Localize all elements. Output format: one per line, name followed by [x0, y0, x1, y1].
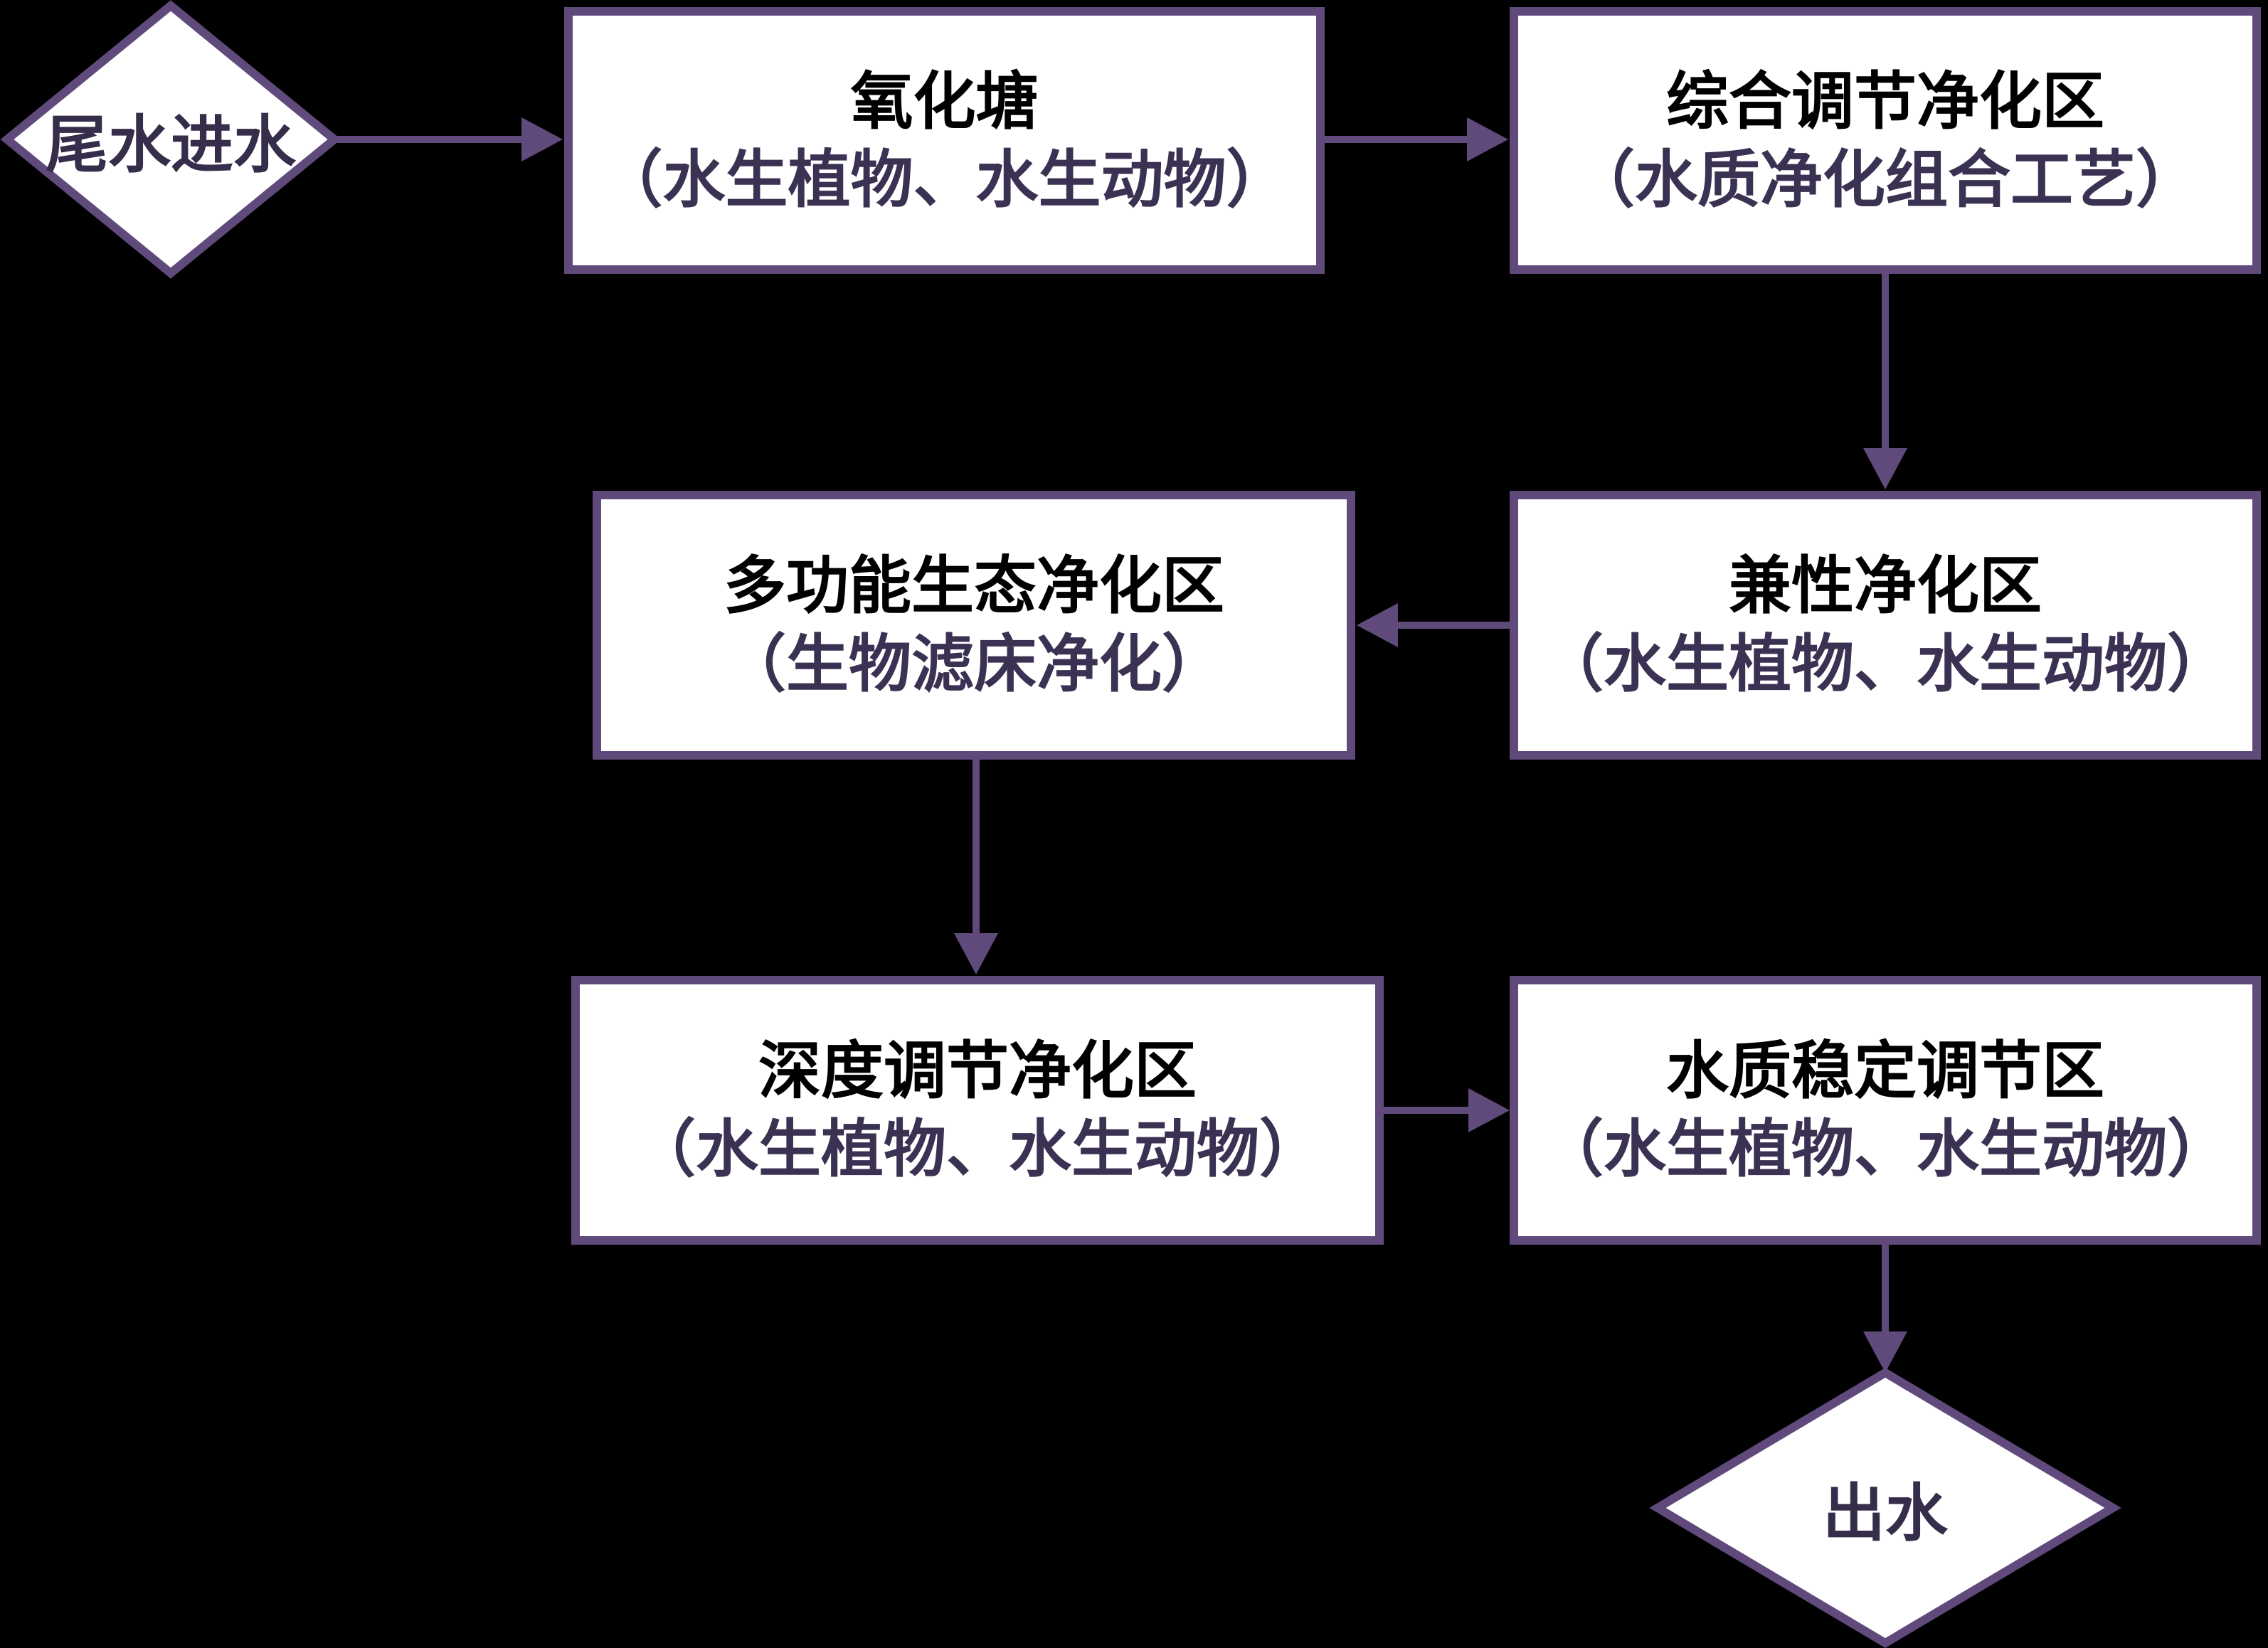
arrow-oxidation-to-comprehensive	[1325, 117, 1508, 161]
node-multifunctional-eco-zone-title: 多功能生态净化区	[723, 551, 1224, 621]
node-comprehensive-regulation-zone-subtitle: （水质净化组合工艺）	[1572, 144, 2198, 215]
node-facultative-zone: 兼性净化区 （水生植物、水生动物）	[1510, 491, 2261, 760]
node-oxidation-pond-title: 氧化塘	[850, 65, 1039, 137]
arrow-facultative-to-multifunctional	[1357, 603, 1510, 647]
node-oxidation-pond-subtitle: （水生植物、水生动物）	[600, 144, 1289, 215]
node-facultative-zone-subtitle: （水生植物、水生动物）	[1540, 629, 2230, 699]
node-facultative-zone-title: 兼性净化区	[1728, 551, 2042, 621]
node-comprehensive-regulation-zone: 综合调节净化区 （水质净化组合工艺）	[1510, 7, 2261, 274]
node-start-label: 尾水进水	[45, 110, 296, 180]
node-deep-regulation-zone-title: 深度调节净化区	[758, 1036, 1197, 1106]
node-deep-regulation-zone-subtitle: （水生植物、水生动物）	[632, 1114, 1322, 1184]
arrow-stabilization-to-end	[1863, 1245, 1907, 1373]
node-stabilization-zone-title: 水质稳定调节区	[1665, 1036, 2104, 1106]
arrow-comprehensive-to-facultative	[1863, 274, 1907, 489]
end-diamond-shape	[1649, 1368, 2121, 1648]
arrow-multifunctional-to-deep	[954, 760, 998, 974]
node-stabilization-zone-subtitle: （水生植物、水生动物）	[1540, 1114, 2230, 1184]
node-multifunctional-eco-zone: 多功能生态净化区 （生物滤床净化）	[593, 491, 1355, 760]
arrow-start-to-oxidation-pond	[334, 117, 563, 161]
node-comprehensive-regulation-zone-title: 综合调节净化区	[1665, 65, 2104, 137]
node-deep-regulation-zone: 深度调节净化区 （水生植物、水生动物）	[571, 976, 1384, 1245]
node-stabilization-zone: 水质稳定调节区 （水生植物、水生动物）	[1510, 976, 2261, 1245]
node-oxidation-pond: 氧化塘 （水生植物、水生动物）	[564, 7, 1325, 274]
arrow-deep-to-stabilization	[1384, 1088, 1510, 1132]
node-multifunctional-eco-zone-subtitle: （生物滤床净化）	[723, 629, 1224, 699]
node-end-label: 出水	[1822, 1477, 1948, 1548]
